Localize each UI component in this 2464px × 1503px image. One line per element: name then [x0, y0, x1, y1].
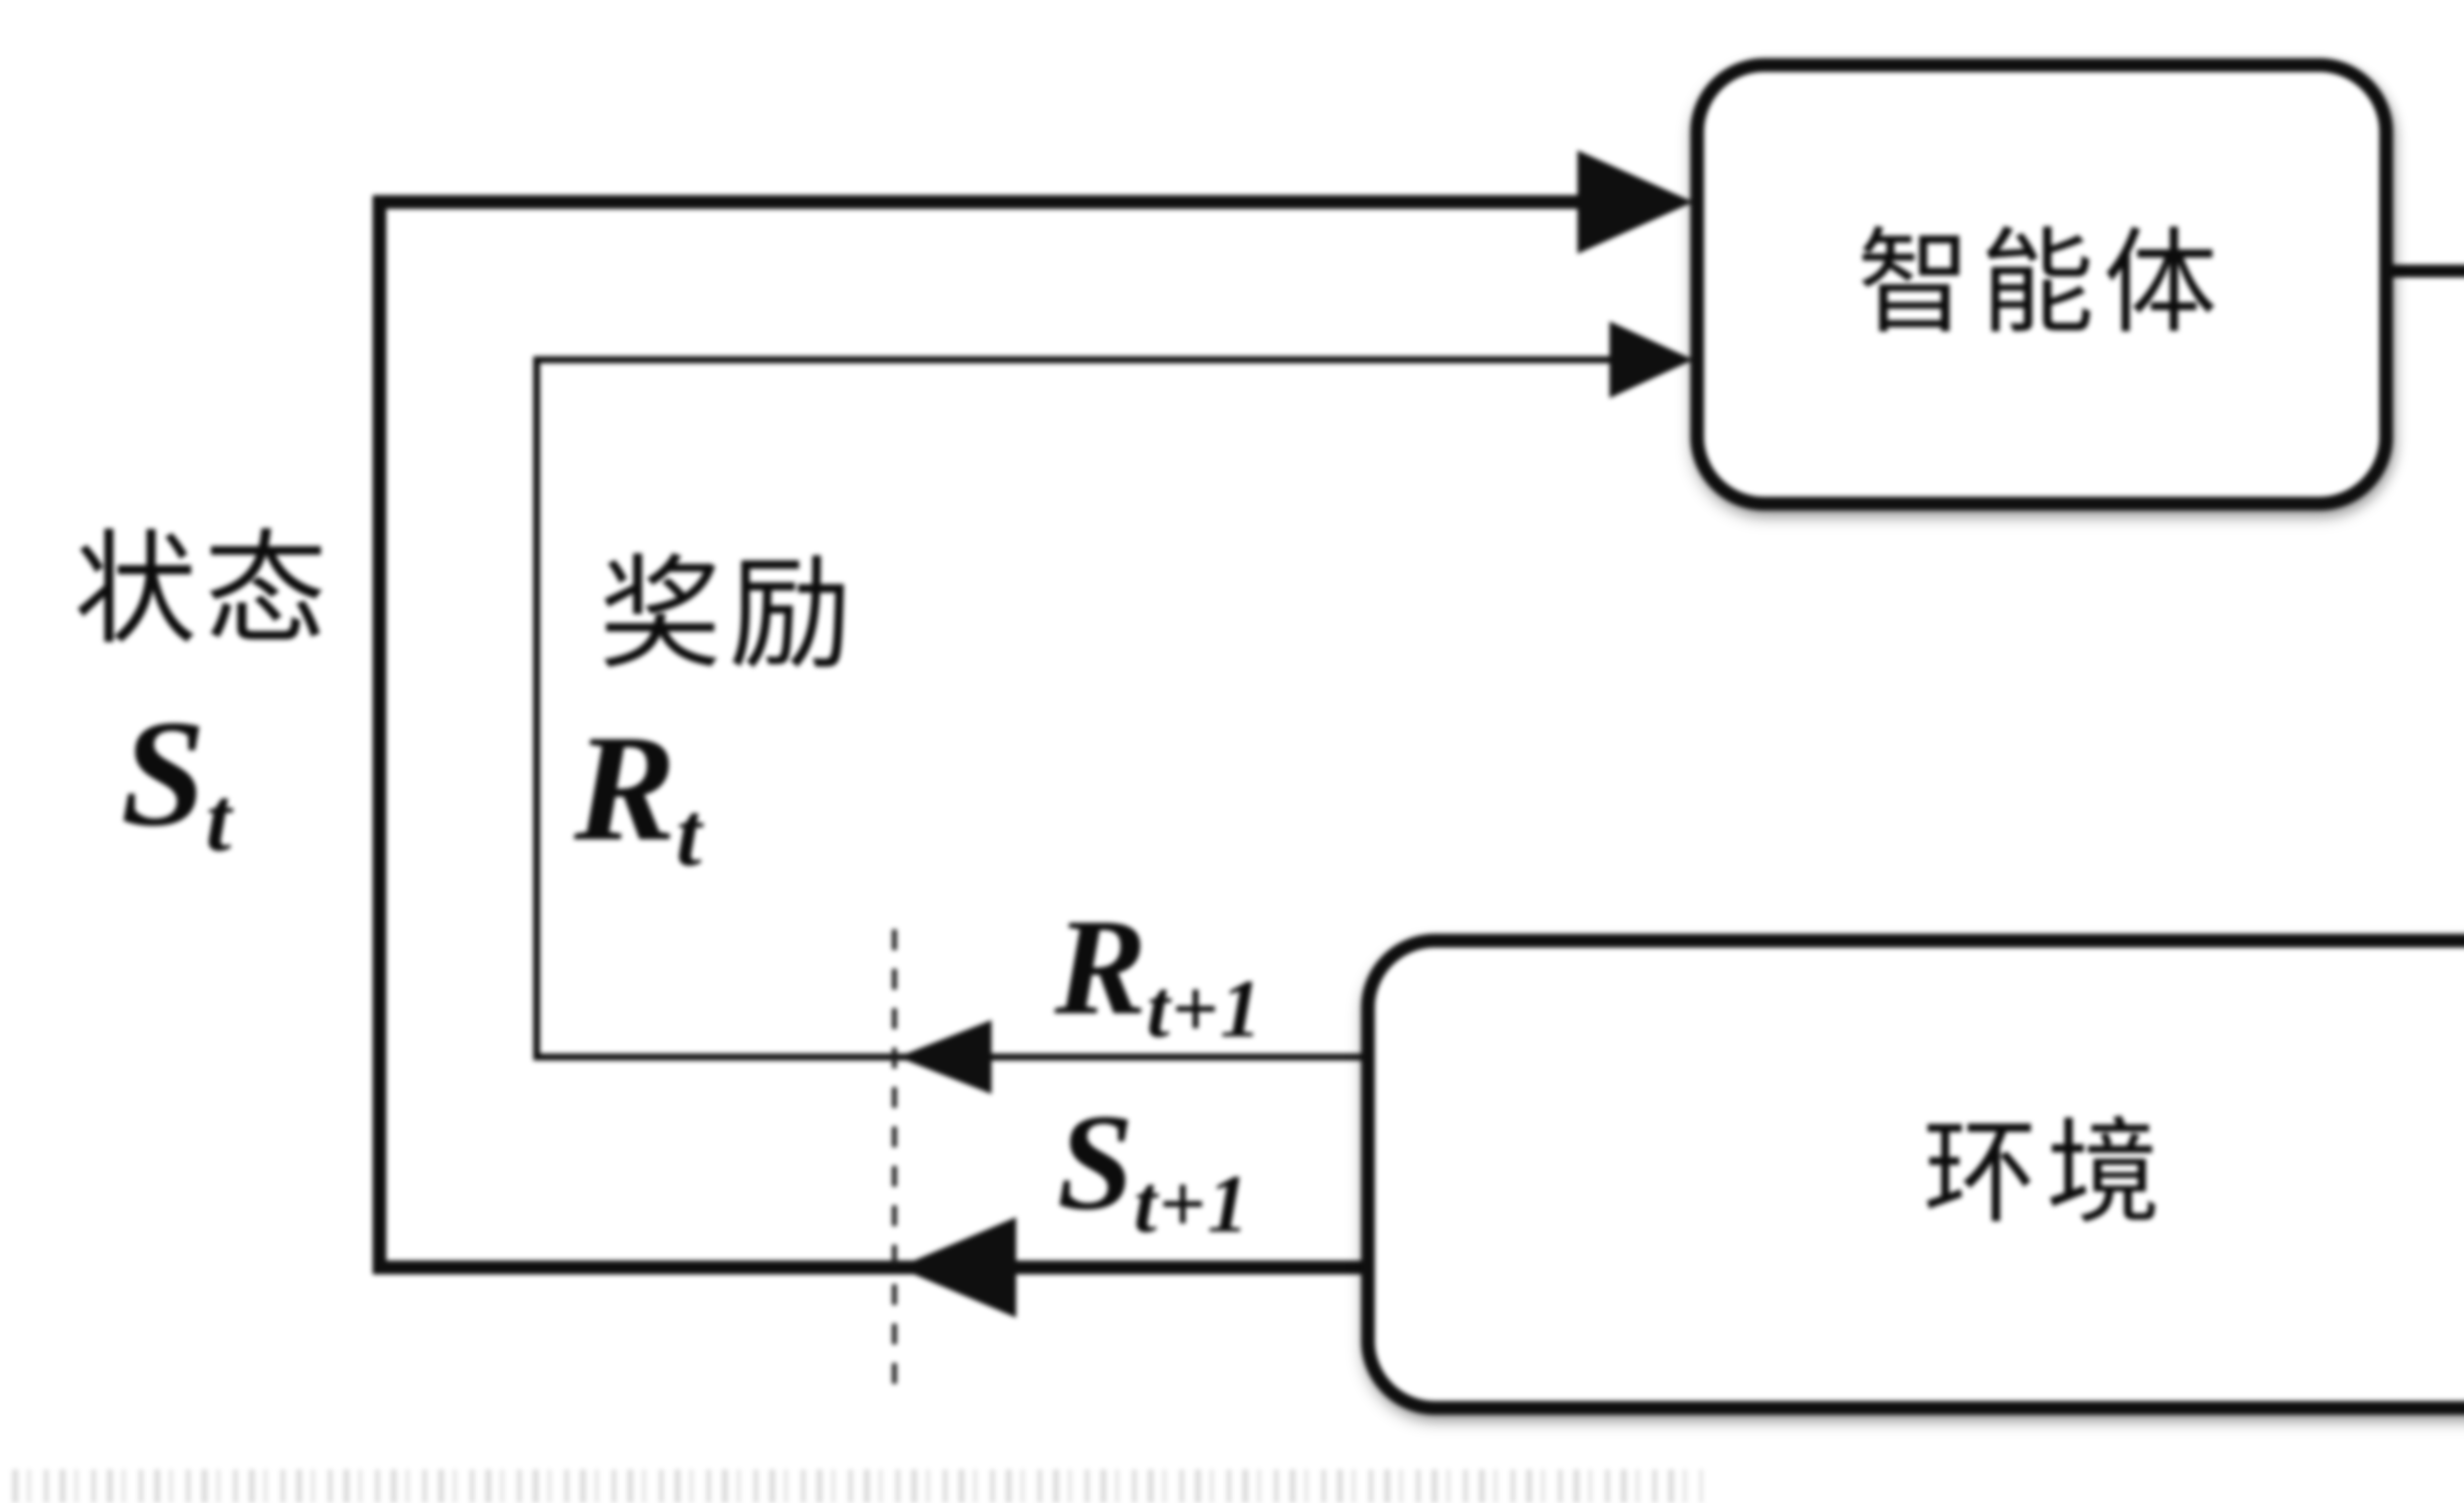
state-line-bottom [373, 1261, 1368, 1274]
reward-line-top [533, 356, 1612, 363]
next-state-arrowhead [898, 1217, 1016, 1318]
agent-box: 智能体 [1690, 58, 2393, 511]
state-arrowhead-into-agent [1577, 150, 1693, 254]
next-state-subscript: t+1 [1133, 1158, 1251, 1250]
environment-box-label: 环境 [1922, 1111, 2169, 1237]
reward-symbol-subscript: t [676, 784, 704, 886]
environment-box: 环境 [1361, 934, 2464, 1415]
reward-line-vertical [533, 356, 540, 1060]
state-label: 状态 [74, 523, 334, 659]
agent-box-label: 智能体 [1856, 221, 2226, 347]
state-symbol-base: S [121, 689, 206, 858]
reward-arrowhead-into-agent [1609, 321, 1693, 398]
state-symbol: St [121, 697, 233, 866]
time-boundary-dashed-line [892, 929, 897, 1398]
next-reward-base: R [1055, 890, 1147, 1043]
next-reward-arrowhead [898, 1020, 992, 1094]
next-reward-subscript: t+1 [1146, 963, 1264, 1055]
cropped-caption-fragment [12, 1469, 1703, 1503]
next-state-symbol: St+1 [1057, 1093, 1250, 1246]
reward-label: 奖励 [599, 547, 859, 684]
next-state-base: S [1057, 1085, 1134, 1238]
state-line-top [373, 195, 1580, 209]
reward-symbol: Rt [574, 712, 703, 881]
state-line-vertical [373, 195, 386, 1274]
next-reward-symbol: Rt+1 [1055, 898, 1263, 1051]
state-symbol-subscript: t [205, 769, 233, 871]
reward-symbol-base: R [574, 704, 676, 873]
